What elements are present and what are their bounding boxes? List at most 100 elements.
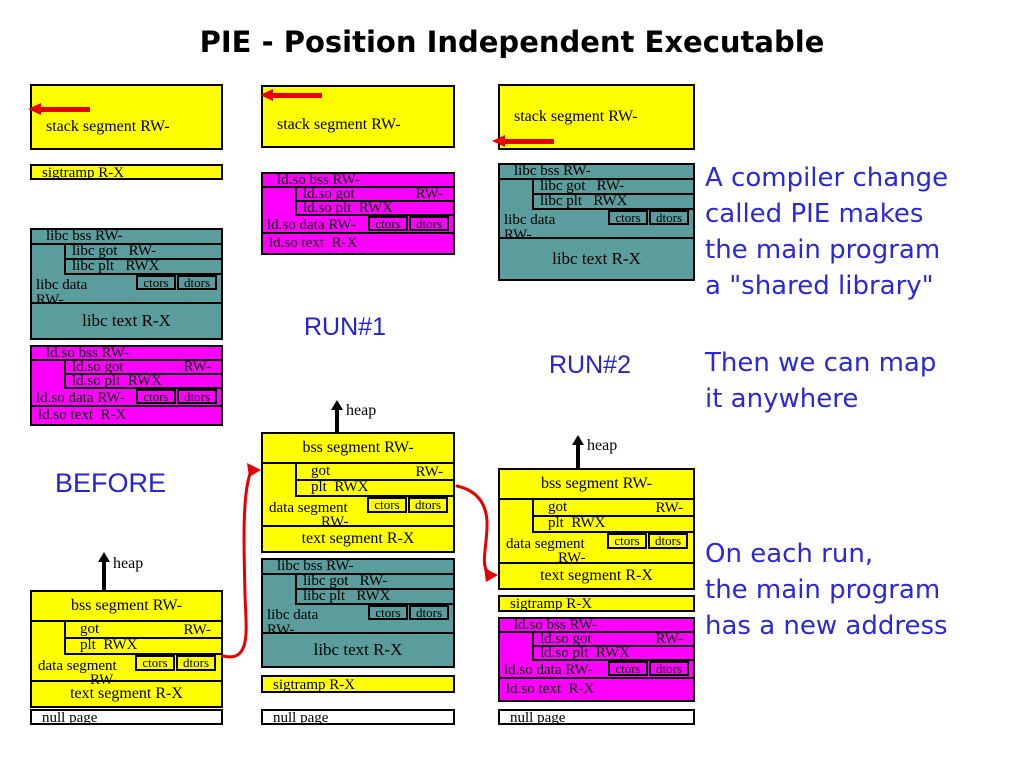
libc-plt-row: libc plt RWX	[64, 259, 221, 275]
got-perm: RW-	[655, 500, 683, 516]
note-line: On each run,	[705, 539, 874, 569]
stack-segment-label: stack segment RW-	[514, 108, 638, 125]
libc-got-row: libc got RW-	[532, 179, 693, 195]
libc-bss-row: libc bss RW-	[263, 559, 453, 575]
ldso-plt-row: ld.so plt RWX	[295, 201, 453, 216]
null-page-box: null page	[261, 709, 455, 726]
heap-label: heap	[587, 437, 618, 454]
arrow-shaft	[335, 410, 339, 432]
page-title: PIE - Position Independent Executable	[199, 25, 825, 59]
libc-got-row: libc got RW-	[295, 574, 453, 590]
libc-data-perm-label: RW-	[36, 292, 64, 308]
got-label: got	[80, 621, 100, 637]
null-page-label: null page	[273, 710, 329, 726]
dtors-box: dtors	[176, 655, 216, 671]
sigtramp-box: sigtramp R-X	[261, 675, 455, 693]
text-segment-row: text segment R-X	[500, 562, 693, 588]
note-line: the main program	[705, 575, 941, 605]
libc-text-row: libc text R-X	[32, 302, 221, 338]
note-map: Then we can map it anywhere	[705, 345, 936, 417]
run1-label: RUN#1	[304, 313, 386, 341]
null-page-box: null page	[498, 709, 695, 726]
text-segment-row: text segment R-X	[32, 680, 221, 706]
stack-segment-box: stack segment RW-	[261, 85, 455, 148]
heap-arrow-icon	[571, 435, 585, 468]
libc-text-row: libc text R-X	[500, 237, 693, 279]
ldso-bss-row: ld.so bss RW-	[500, 618, 693, 633]
ldso-bss-row: ld.so bss RW-	[263, 173, 453, 188]
ldso-got-row: ld.so got RW-	[64, 359, 221, 375]
libc-block: libc bss RW- libc got RW- libc plt RWX c…	[261, 558, 455, 668]
ldso-got-label: ld.so got	[303, 186, 355, 202]
libc-data-label: libc data	[36, 277, 88, 293]
heap-label: heap	[113, 555, 144, 572]
null-page-box: null page	[30, 709, 223, 726]
libc-data-label: libc data	[267, 607, 319, 623]
data-segment-label: data segment	[506, 536, 585, 552]
stack-segment-box: stack segment RW-	[30, 84, 223, 150]
arrowhead-icon	[331, 400, 343, 410]
note-line: A compiler change	[705, 163, 949, 193]
ldso-got-perm: RW-	[183, 359, 211, 375]
ldso-got-perm: RW-	[655, 631, 683, 647]
libc-block: libc bss RW- libc got RW- libc plt RWX c…	[498, 163, 695, 281]
sigtramp-label: sigtramp R-X	[510, 596, 593, 612]
stack-pointer-arrow-icon	[260, 89, 324, 102]
sigtramp-box: sigtramp R-X	[30, 164, 223, 181]
heap-label: heap	[346, 402, 377, 419]
ctors-box: ctors	[607, 533, 647, 549]
note-line: has a new address	[705, 611, 948, 641]
run2-label: RUN#2	[549, 351, 631, 379]
stack-segment-label: stack segment RW-	[46, 118, 170, 135]
ldso-text-row: ld.so text R-X	[263, 232, 453, 253]
ctors-box: ctors	[368, 605, 408, 620]
ldso-bss-row: ld.so bss RW-	[32, 346, 221, 361]
before-label: BEFORE	[55, 468, 167, 498]
ctors-box: ctors	[367, 497, 407, 513]
libc-bss-row: libc bss RW-	[500, 164, 693, 180]
ldso-got-label: ld.so got	[72, 359, 124, 375]
ldso-data-label: ld.so data RW-	[36, 390, 125, 406]
dtors-box: dtors	[409, 605, 449, 620]
dtors-box: dtors	[649, 661, 689, 676]
bss-segment-row: bss segment RW-	[500, 470, 693, 500]
arrowhead-icon	[28, 103, 41, 115]
note-line: a "shared library"	[705, 271, 934, 301]
ldso-data-label: ld.so data RW-	[504, 662, 593, 678]
ldso-got-label: ld.so got	[540, 631, 592, 647]
stack-pointer-arrow-icon	[28, 103, 92, 116]
libc-plt-row: libc plt RWX	[532, 194, 693, 210]
heap-arrow-icon	[97, 552, 111, 590]
dtors-box: dtors	[409, 216, 449, 231]
libc-got-row: libc got RW-	[64, 244, 221, 260]
libc-plt-row: libc plt RWX	[295, 589, 453, 605]
arrow-shaft	[576, 445, 580, 468]
note-pie: A compiler change called PIE makes the m…	[705, 160, 948, 304]
stack-segment-box: stack segment RW-	[498, 84, 695, 150]
ldso-text-row: ld.so text R-X	[500, 677, 693, 700]
libc-text-row: libc text R-X	[263, 632, 453, 666]
ctors-box: ctors	[368, 216, 408, 231]
stack-segment-label: stack segment RW-	[277, 116, 401, 133]
heap-arrow-icon	[330, 400, 344, 432]
plt-row: plt RWX	[64, 638, 221, 655]
ldso-text-row: ld.so text R-X	[32, 405, 221, 424]
ctors-box: ctors	[608, 661, 648, 676]
libc-bss-row: libc bss RW-	[32, 229, 221, 245]
note-address: On each run, the main program has a new …	[705, 536, 948, 644]
arrow-shaft	[39, 107, 90, 112]
